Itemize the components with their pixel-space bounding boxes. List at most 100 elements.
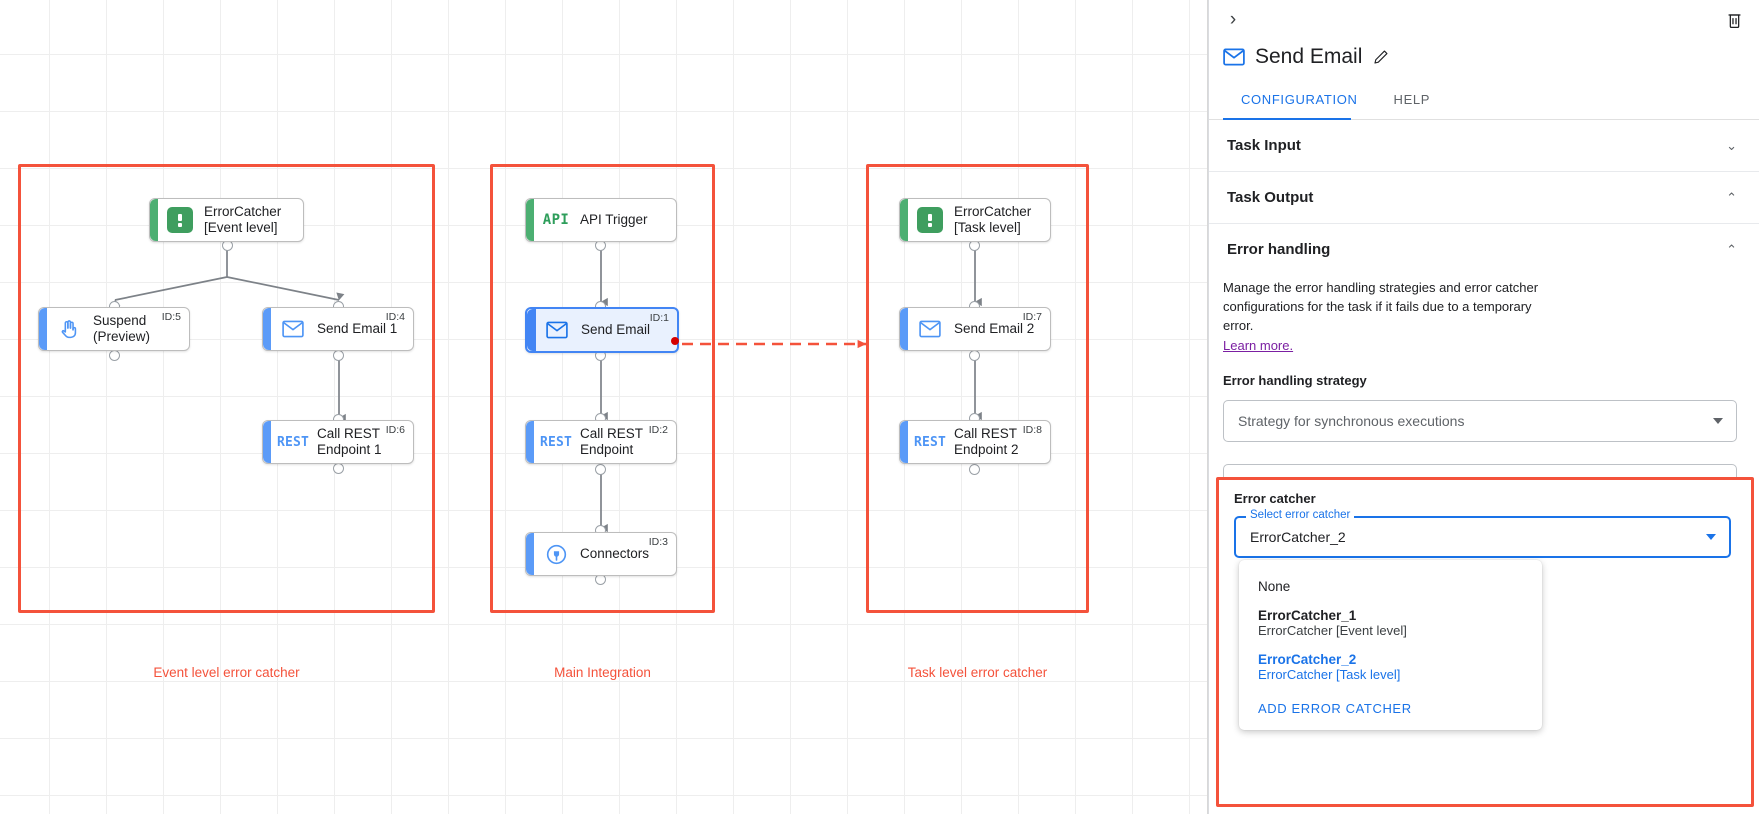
tab-help[interactable]: HELP xyxy=(1393,92,1431,107)
node-id: ID:2 xyxy=(648,424,668,436)
node-call-rest-endpoint-1[interactable]: REST Call REST Endpoint 1 ID:6 xyxy=(262,420,414,464)
panel-tabs: CONFIGURATION HELP xyxy=(1209,92,1759,120)
node-title: Send Email 2 xyxy=(954,321,1035,337)
rest-icon: REST xyxy=(276,429,310,455)
node-send-email-1[interactable]: Send Email 1 ID:4 xyxy=(262,307,414,351)
node-call-rest-endpoint-2[interactable]: REST Call REST Endpoint 2 ID:8 xyxy=(899,420,1051,464)
menu-item-none[interactable]: None xyxy=(1239,572,1542,601)
section-task-output[interactable]: Task Output ⌃ xyxy=(1209,172,1759,224)
port[interactable] xyxy=(333,350,344,361)
delete-icon[interactable] xyxy=(1721,7,1747,33)
node-rail xyxy=(526,421,534,463)
rest-icon: REST xyxy=(539,429,573,455)
email-icon xyxy=(544,317,570,343)
node-title: Send Email 1 xyxy=(317,321,398,337)
port[interactable] xyxy=(969,464,980,475)
node-rail xyxy=(526,533,534,575)
email-icon xyxy=(1223,48,1245,66)
node-title: Connectors xyxy=(580,546,650,562)
hand-icon xyxy=(56,316,82,342)
learn-more-link[interactable]: Learn more. xyxy=(1223,337,1294,353)
group-main-integration xyxy=(490,164,715,613)
node-title: Send Email xyxy=(581,322,651,338)
sync-strategy-value: Strategy for synchronous executions xyxy=(1238,412,1465,429)
menu-item-detail: ErrorCatcher [Event level] xyxy=(1258,623,1407,638)
select-error-catcher-label: Select error catcher xyxy=(1246,509,1355,521)
panel-toolbar: › xyxy=(1209,0,1759,38)
section-error-handling[interactable]: Error handling ⌃ xyxy=(1209,224,1759,275)
node-title: Suspend (Preview) xyxy=(93,313,151,344)
node-title: ErrorCatcher [Event level] xyxy=(204,204,282,235)
node-api-trigger[interactable]: API API Trigger xyxy=(525,198,677,242)
node-send-email-2[interactable]: Send Email 2 ID:7 xyxy=(899,307,1051,351)
menu-item-detail: ErrorCatcher [Task level] xyxy=(1258,667,1401,682)
port[interactable] xyxy=(333,463,344,474)
api-icon: API xyxy=(543,207,569,233)
error-catcher-icon xyxy=(167,207,193,233)
chevron-up-icon[interactable]: ⌃ xyxy=(1726,189,1737,205)
port[interactable] xyxy=(969,350,980,361)
menu-item-errorcatcher-1[interactable]: ErrorCatcher_1 ErrorCatcher [Event level… xyxy=(1239,601,1542,645)
node-title: Call REST Endpoint xyxy=(580,426,644,457)
rest-icon-label: REST xyxy=(276,434,310,450)
node-suspend-preview[interactable]: Suspend (Preview) ID:5 xyxy=(38,307,190,351)
select-error-catcher[interactable]: Select error catcher ErrorCatcher_2 xyxy=(1234,509,1731,558)
chevron-down-icon[interactable] xyxy=(1706,534,1716,540)
node-rail xyxy=(900,421,908,463)
node-id: ID:5 xyxy=(161,311,181,323)
group-caption-main-integration: Main Integration xyxy=(554,665,651,680)
error-handling-body: Manage the error handling strategies and… xyxy=(1209,275,1759,506)
node-title: API Trigger xyxy=(580,212,648,228)
menu-item-name: ErrorCatcher_2 xyxy=(1258,652,1357,667)
node-id: ID:6 xyxy=(385,424,405,436)
email-icon xyxy=(280,316,306,342)
error-handling-strategy-label: Error handling strategy xyxy=(1223,372,1367,388)
node-id: ID:4 xyxy=(385,311,405,323)
workflow-canvas[interactable]: Event level error catcher Main Integrati… xyxy=(0,0,1208,814)
panel-title-row: Send Email xyxy=(1209,38,1759,76)
page-title: Send Email xyxy=(1255,45,1363,68)
port[interactable] xyxy=(595,464,606,475)
node-rail xyxy=(900,308,908,350)
node-connectors[interactable]: Connectors ID:3 xyxy=(525,532,677,576)
node-rail xyxy=(527,309,536,351)
section-task-input[interactable]: Task Input ⌄ xyxy=(1209,120,1759,172)
node-rail xyxy=(39,308,47,350)
menu-item-errorcatcher-2[interactable]: ErrorCatcher_2 ErrorCatcher [Task level] xyxy=(1239,645,1542,689)
node-title: Call REST Endpoint 2 xyxy=(954,426,1019,457)
sync-strategy-select[interactable]: Strategy for synchronous executions xyxy=(1223,399,1737,442)
node-errorcatcher-event-level[interactable]: ErrorCatcher [Event level] xyxy=(149,198,304,242)
chevron-up-icon[interactable]: ⌃ xyxy=(1726,241,1737,257)
chevron-down-icon[interactable] xyxy=(1713,417,1723,424)
node-call-rest-endpoint[interactable]: REST Call REST Endpoint ID:2 xyxy=(525,420,677,464)
pencil-icon[interactable] xyxy=(1372,48,1390,66)
chevron-down-icon[interactable]: ⌄ xyxy=(1726,137,1737,153)
node-errorcatcher-task-level[interactable]: ErrorCatcher [Task level] xyxy=(899,198,1051,242)
rest-icon-label: REST xyxy=(539,434,573,450)
add-error-catcher-button[interactable]: ADD ERROR CATCHER xyxy=(1258,701,1412,716)
connectors-icon xyxy=(543,541,569,567)
rest-icon-label: REST xyxy=(913,434,947,450)
error-catcher-dropdown-menu[interactable]: None ErrorCatcher_1 ErrorCatcher [Event … xyxy=(1239,550,1542,730)
node-title: Call REST Endpoint 1 xyxy=(317,426,382,457)
group-event-level xyxy=(18,164,435,613)
rest-icon: REST xyxy=(913,429,947,455)
tab-configuration[interactable]: CONFIGURATION xyxy=(1223,92,1376,119)
node-send-email[interactable]: Send Email ID:1 xyxy=(525,307,679,353)
node-rail xyxy=(900,199,908,241)
collapse-panel-icon[interactable]: › xyxy=(1229,9,1237,30)
email-icon xyxy=(917,316,943,342)
node-rail xyxy=(150,199,158,241)
section-title: Task Input xyxy=(1227,137,1301,154)
port[interactable] xyxy=(109,350,120,361)
node-title: ErrorCatcher [Task level] xyxy=(954,204,1032,235)
node-rail xyxy=(263,308,271,350)
node-id: ID:1 xyxy=(649,312,669,324)
node-id: ID:3 xyxy=(648,536,668,548)
error-catcher-label: Error catcher xyxy=(1234,491,1316,506)
group-caption-event-level: Event level error catcher xyxy=(153,665,300,680)
group-task-level xyxy=(866,164,1089,613)
select-error-catcher-value: ErrorCatcher_2 xyxy=(1250,529,1346,545)
menu-item-name: ErrorCatcher_1 xyxy=(1258,608,1357,623)
error-indicator-dot xyxy=(671,337,679,345)
